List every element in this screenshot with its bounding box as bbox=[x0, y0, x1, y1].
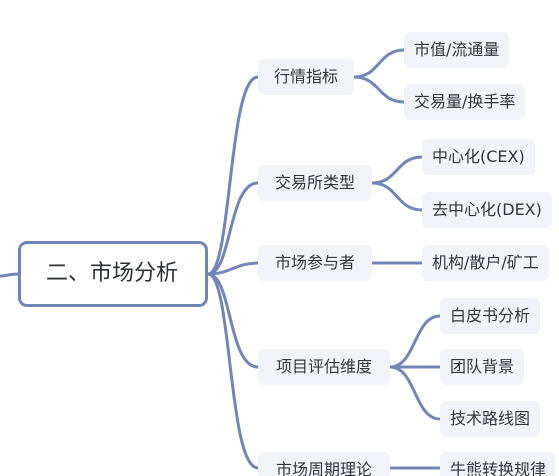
connector-b1-c1 bbox=[353, 48, 405, 79]
connector-root-branch-3 bbox=[207, 261, 259, 276]
connector-b1-c2 bbox=[353, 75, 405, 104]
root-node[interactable]: 二、市场分析 bbox=[18, 241, 208, 307]
leaf-node-5-1[interactable]: 牛熊转换规律 bbox=[440, 452, 557, 476]
leaf-node-1-2[interactable]: 交易量/换手率 bbox=[404, 84, 526, 120]
connector-b2-c1 bbox=[371, 155, 423, 185]
connector-root-branch-5 bbox=[207, 272, 259, 470]
branch-node-2[interactable]: 交易所类型 bbox=[258, 165, 372, 201]
leaf-node-3-1[interactable]: 机构/散户/矿工 bbox=[422, 245, 549, 281]
branch-node-5[interactable]: 市场周期理论 bbox=[258, 452, 390, 476]
leaf-node-4-3[interactable]: 技术路线图 bbox=[440, 401, 541, 437]
connector-root-branch-1 bbox=[207, 75, 259, 276]
connector-root-branch-4 bbox=[207, 272, 259, 369]
leaf-node-2-1[interactable]: 中心化(CEX) bbox=[422, 139, 535, 175]
connector-b4-c1 bbox=[389, 314, 441, 369]
leaf-node-2-2[interactable]: 去中心化(DEX) bbox=[422, 192, 552, 228]
root-left-connector bbox=[0, 272, 19, 278]
connector-b4-c3 bbox=[389, 365, 441, 421]
branch-node-4[interactable]: 项目评估维度 bbox=[258, 349, 390, 385]
leaf-node-4-1[interactable]: 白皮书分析 bbox=[440, 298, 541, 334]
leaf-node-4-2[interactable]: 团队背景 bbox=[440, 349, 525, 385]
connector-root-branch-2 bbox=[207, 181, 259, 276]
connector-b2-c2 bbox=[371, 181, 423, 212]
leaf-node-1-1[interactable]: 市值/流通量 bbox=[404, 32, 510, 68]
branch-node-3[interactable]: 市场参与者 bbox=[258, 245, 372, 281]
branch-node-1[interactable]: 行情指标 bbox=[258, 59, 354, 95]
